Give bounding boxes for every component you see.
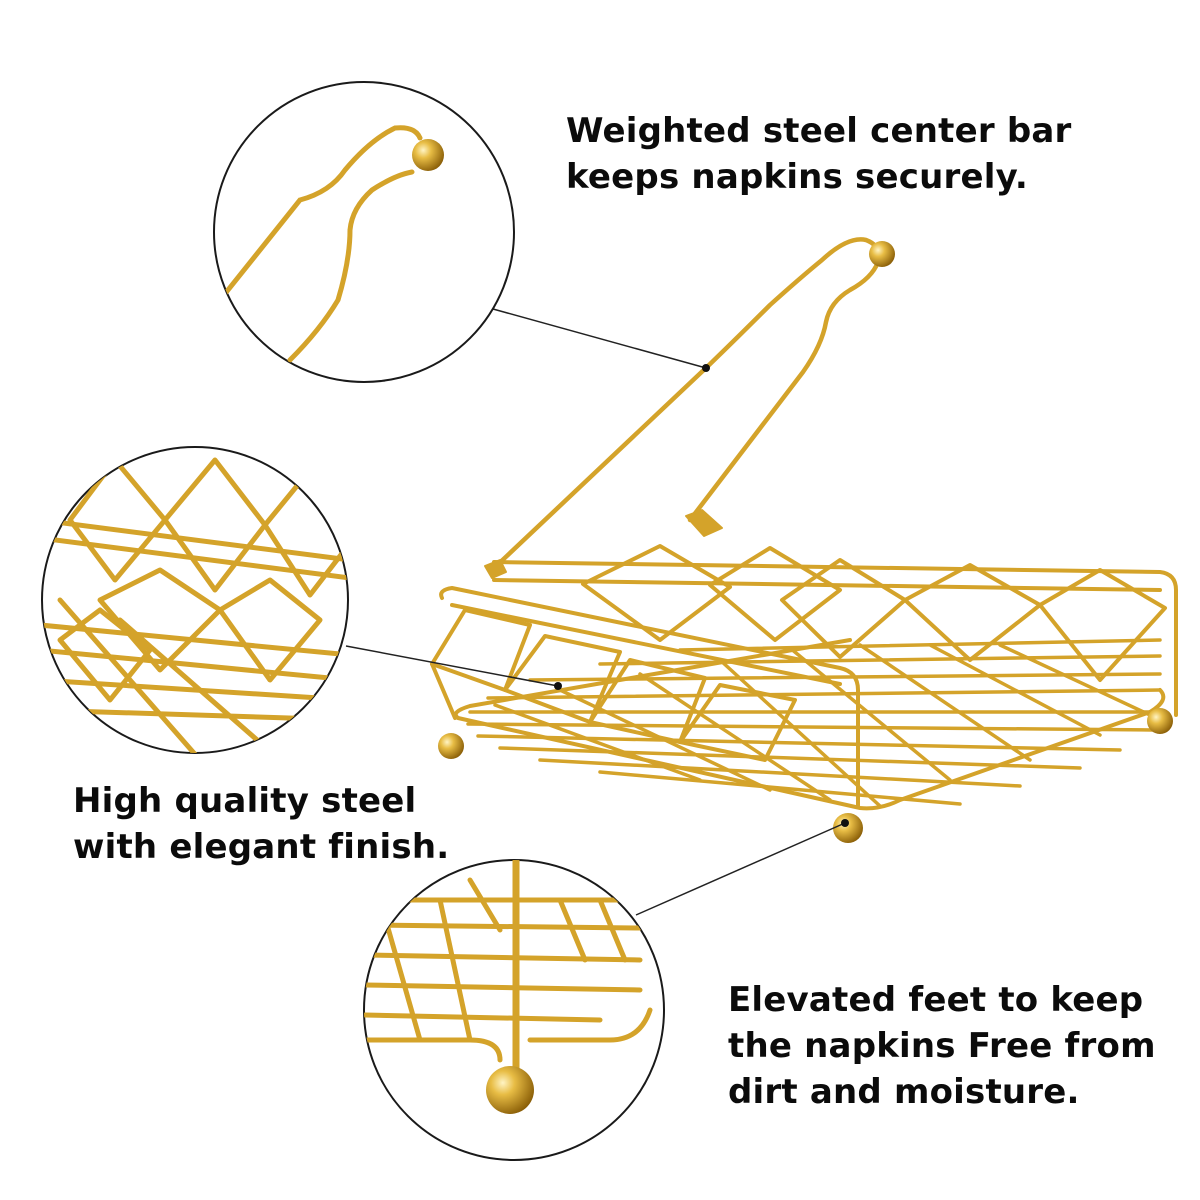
- zoom-circle-center-bar: [213, 81, 515, 383]
- callout-lines: [345, 308, 846, 916]
- caption-feet-line-1: Elevated feet to keep: [728, 980, 1144, 1020]
- caption-center-bar-line-2: keeps napkins securely.: [566, 157, 1028, 197]
- base-grid: [466, 638, 1162, 808]
- caption-elevated-feet: Elevated feet to keep the napkins Free f…: [728, 977, 1156, 1115]
- napkin-holder-product: [430, 237, 1178, 843]
- feet: [438, 708, 1173, 843]
- center-bar-ball: [869, 241, 895, 267]
- front-panel: [430, 586, 860, 808]
- zoom-circle-steel-finish: [41, 446, 349, 754]
- center-bar-arm: [489, 237, 881, 573]
- base-rim: [453, 638, 1166, 811]
- caption-steel-line-2: with elegant finish.: [73, 827, 450, 867]
- caption-feet-line-2: the napkins Free from: [728, 1026, 1156, 1066]
- caption-center-bar-line-1: Weighted steel center bar: [566, 111, 1072, 151]
- back-wall: [492, 544, 1178, 717]
- zoom-circle-elevated-feet: [363, 859, 665, 1161]
- caption-center-bar: Weighted steel center bar keeps napkins …: [566, 108, 1072, 200]
- caption-steel-line-1: High quality steel: [73, 781, 417, 821]
- callout-dots: [554, 364, 849, 827]
- caption-steel-finish: High quality steel with elegant finish.: [73, 778, 449, 870]
- caption-feet-line-3: dirt and moisture.: [728, 1072, 1080, 1112]
